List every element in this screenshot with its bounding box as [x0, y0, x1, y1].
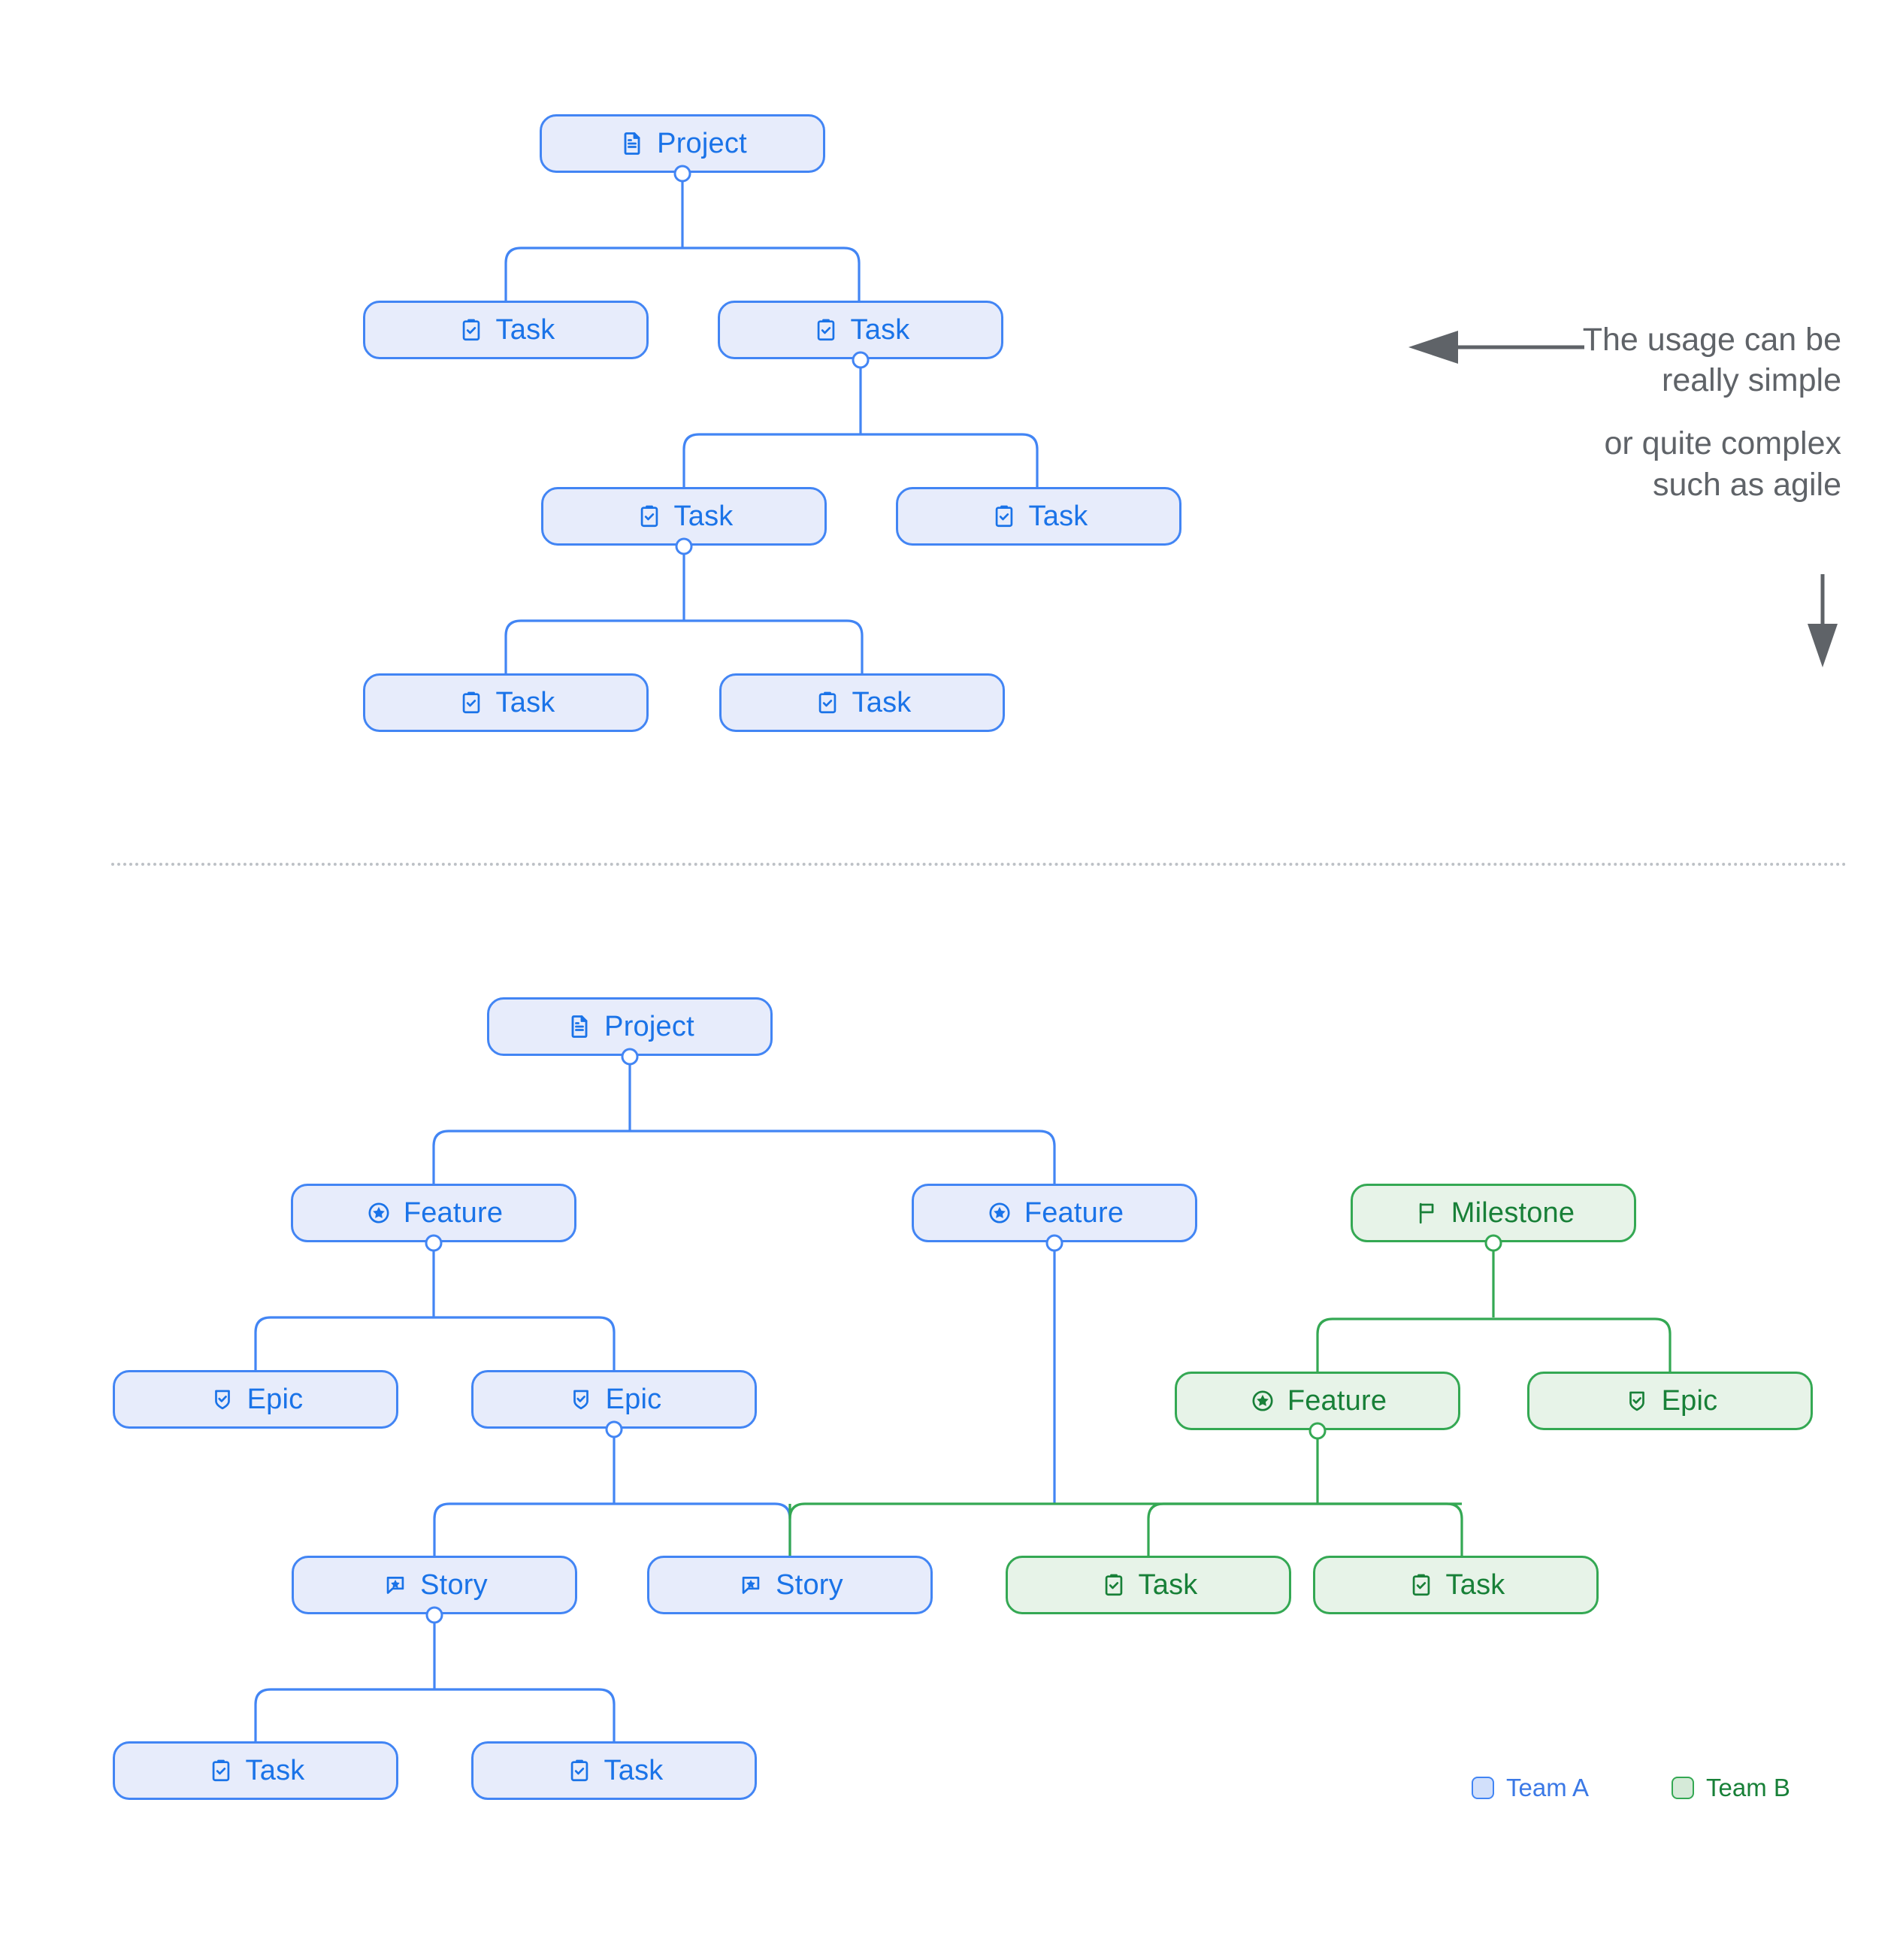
legend-item-team-a: Team A	[1472, 1774, 1589, 1802]
node-epic[interactable]: Epic	[113, 1370, 398, 1429]
edge-green-bus	[788, 1502, 1462, 1520]
edge-feature3-tasks	[1147, 1430, 1463, 1556]
flag-icon	[1412, 1199, 1441, 1227]
node-label: Task	[673, 501, 734, 532]
node-task[interactable]: Task	[113, 1741, 398, 1800]
node-label: Task	[1028, 501, 1088, 532]
star-circle-icon	[1248, 1387, 1277, 1415]
edge-task2-children	[682, 359, 1039, 487]
node-label: Task	[850, 314, 910, 346]
clipboard-check-icon	[565, 1756, 594, 1785]
node-task[interactable]: Task	[1006, 1556, 1291, 1614]
clipboard-check-icon	[813, 688, 842, 717]
node-label: Task	[852, 687, 912, 718]
annotation-line-2: really simple	[1662, 362, 1841, 399]
node-task[interactable]: Task	[363, 301, 649, 359]
clipboard-check-icon	[635, 502, 664, 531]
node-label: Task	[604, 1755, 664, 1786]
node-task[interactable]: Task	[471, 1741, 757, 1800]
node-label: Milestone	[1451, 1197, 1575, 1229]
annotation-line-3: or quite complex	[1604, 425, 1842, 462]
node-project[interactable]: Project	[540, 114, 825, 173]
node-label: Epic	[1661, 1385, 1718, 1417]
document-icon	[618, 129, 646, 158]
node-label: Project	[604, 1011, 694, 1042]
edge-story1-tasks	[254, 1614, 616, 1741]
shield-check-icon	[208, 1385, 237, 1414]
legend-label: Team B	[1706, 1774, 1790, 1801]
legend-label: Team A	[1506, 1774, 1590, 1801]
section-divider	[111, 863, 1847, 866]
node-label: Feature	[403, 1197, 504, 1229]
annotation-line-4: such as agile	[1653, 466, 1841, 503]
node-label: Epic	[605, 1384, 662, 1415]
node-milestone[interactable]: Milestone	[1351, 1184, 1636, 1242]
square-swatch-icon	[1472, 1777, 1494, 1799]
edge-feature1-epics	[254, 1242, 616, 1370]
node-feature[interactable]: Feature	[291, 1184, 576, 1242]
node-task[interactable]: Task	[363, 673, 649, 732]
node-feature[interactable]: Feature	[1175, 1372, 1460, 1430]
clipboard-check-icon	[457, 688, 486, 717]
clipboard-check-icon	[1100, 1571, 1128, 1599]
node-project[interactable]: Project	[487, 997, 773, 1056]
node-label: Epic	[247, 1384, 304, 1415]
node-feature[interactable]: Feature	[912, 1184, 1197, 1242]
node-label: Project	[657, 128, 747, 159]
node-label: Feature	[1024, 1197, 1124, 1229]
edge-epic2-stories	[433, 1429, 791, 1556]
node-label: Task	[245, 1755, 305, 1786]
clipboard-check-icon	[457, 316, 486, 344]
edge-milestone-children	[1316, 1242, 1672, 1372]
node-task[interactable]: Task	[718, 301, 1003, 359]
edge-bproject-features	[432, 1056, 1056, 1184]
node-label: Task	[1138, 1569, 1198, 1601]
node-task[interactable]: Task	[896, 487, 1181, 546]
node-label: Feature	[1287, 1385, 1387, 1417]
node-story[interactable]: Story	[647, 1556, 933, 1614]
square-swatch-icon	[1672, 1777, 1694, 1799]
shield-check-icon	[1623, 1387, 1651, 1415]
node-task[interactable]: Task	[541, 487, 827, 546]
edge-task3-children	[504, 546, 864, 673]
node-label: Story	[420, 1569, 488, 1601]
node-story[interactable]: Story	[292, 1556, 577, 1614]
annotation-text-block: The usage can be really simple or quite …	[1473, 319, 1841, 505]
clipboard-check-icon	[1407, 1571, 1436, 1599]
chat-star-icon	[381, 1571, 410, 1599]
shield-check-icon	[567, 1385, 595, 1414]
arrow-down-icon	[1808, 574, 1838, 667]
star-circle-icon	[985, 1199, 1014, 1227]
legend-item-team-b: Team B	[1672, 1774, 1790, 1802]
node-label: Task	[1445, 1569, 1505, 1601]
node-epic[interactable]: Epic	[1527, 1372, 1813, 1430]
node-label: Story	[776, 1569, 843, 1601]
star-circle-icon	[365, 1199, 393, 1227]
node-task[interactable]: Task	[1313, 1556, 1599, 1614]
clipboard-check-icon	[812, 316, 840, 344]
top-diagram-connectors	[504, 173, 1039, 673]
annotation-line-1: The usage can be	[1582, 322, 1841, 358]
clipboard-check-icon	[207, 1756, 235, 1785]
edge-project-tasks	[504, 173, 861, 301]
node-epic[interactable]: Epic	[471, 1370, 757, 1429]
node-task[interactable]: Task	[719, 673, 1005, 732]
document-icon	[565, 1012, 594, 1041]
node-label: Task	[495, 687, 555, 718]
node-label: Task	[495, 314, 555, 346]
clipboard-check-icon	[990, 502, 1018, 531]
chat-star-icon	[737, 1571, 765, 1599]
